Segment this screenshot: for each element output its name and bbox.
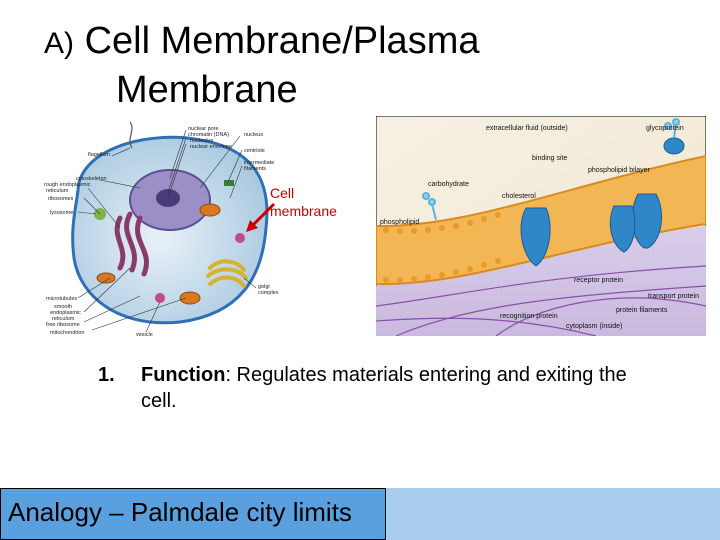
label-vesicle: vesicle	[136, 332, 153, 338]
flagellum-shape	[129, 121, 133, 149]
label-chromatin: chromatin (DNA)	[188, 132, 229, 138]
label-transport-protein: transport protein	[648, 293, 699, 300]
title-line-2: Membrane	[116, 69, 298, 111]
label-cytoplasm: cytoplasm (inside)	[566, 323, 622, 330]
label-cholesterol: cholesterol	[502, 193, 536, 200]
label-lysosome: lysosome	[50, 210, 73, 216]
title-prefix: A)	[44, 27, 74, 60]
label-microtubules: microtubules	[46, 296, 77, 302]
slide-title: A) Cell Membrane/Plasma Membrane	[44, 18, 644, 113]
label-phospholipid: phospholipid	[380, 219, 419, 226]
label-intermediate-filaments-2: filaments	[244, 166, 266, 172]
mitochondrion-shape-2	[179, 291, 201, 305]
label-rough-er-1: rough endoplasmic	[44, 182, 91, 188]
label-intermediate-filaments-1: intermediate	[244, 160, 274, 166]
callout-membrane: membrane	[270, 203, 337, 219]
label-glycoprotein: glycoprotein	[646, 125, 684, 132]
label-smooth-er-3: reticulum	[52, 316, 75, 322]
animal-cell-diagram: nuclear pore chromatin (DNA) nucleolus n…	[44, 121, 337, 338]
rough-er-shape	[114, 211, 149, 277]
label-protein-filaments: protein filaments	[616, 307, 668, 314]
label-extracellular-fluid: extracellular fluid (outside)	[486, 125, 568, 132]
receptor-protein-shape	[520, 207, 551, 267]
point-term: Function	[141, 364, 226, 386]
title-line-1: Cell Membrane/Plasma	[84, 20, 480, 62]
label-receptor-protein: receptor protein	[574, 277, 623, 284]
point-number: 1.	[98, 364, 115, 386]
label-binding-site: binding site	[532, 155, 568, 162]
label-carbohydrate: carbohydrate	[428, 181, 469, 188]
label-mitochondrion: mitochondrion	[50, 330, 85, 336]
analogy-text: Analogy – Palmdale city limits	[8, 497, 352, 527]
label-golgi-2: complex	[258, 290, 279, 296]
label-flagellum: flagellum	[88, 152, 110, 158]
point-body: Function: Regulates materials entering a…	[141, 362, 658, 414]
label-nuclear-envelope: nuclear envelope	[190, 144, 232, 150]
mitochondrion-shape-1	[199, 203, 221, 217]
label-cytoskeleton: cytoskeleton	[76, 176, 107, 182]
callout-cell: Cell	[270, 185, 294, 201]
label-free-ribosome: free ribosome	[46, 322, 80, 328]
function-point: 1. Function: Regulates materials enterin…	[98, 362, 658, 414]
label-golgi-1: golgi	[258, 284, 270, 290]
analogy-box	[0, 488, 386, 540]
point-text: : Regulates materials entering and exiti…	[141, 364, 627, 412]
label-recognition-protein: recognition protein	[500, 313, 558, 320]
label-centriole: centriole	[244, 148, 265, 154]
mitochondrion-shape-3	[96, 272, 116, 284]
label-ribosomes: ribosomes	[48, 196, 74, 202]
label-nuclear-pore: nuclear pore	[188, 126, 219, 132]
label-smooth-er-2: endoplasmic	[50, 310, 81, 316]
label-nucleus: nucleus	[244, 132, 263, 138]
label-smooth-er-1: smooth	[54, 304, 72, 310]
label-rough-er-2: reticulum	[46, 188, 69, 194]
golgi-shape	[206, 259, 248, 288]
label-nucleolus: nucleolus	[190, 138, 213, 144]
label-phospholipid-bilayer: phospholipid bilayer	[588, 167, 651, 174]
membrane-cross-section-diagram: extracellular fluid (outside) glycoprote…	[376, 116, 706, 336]
